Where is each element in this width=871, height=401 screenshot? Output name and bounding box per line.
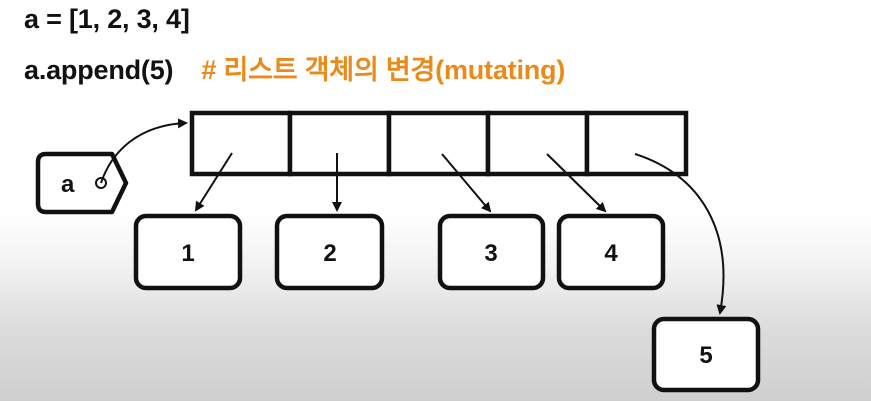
value-label: 4 <box>604 240 618 267</box>
code-line-1: a = [1, 2, 3, 4] <box>24 4 190 34</box>
value-box-4: 4 <box>556 213 666 291</box>
value-box-1: 1 <box>133 213 243 291</box>
value-label: 1 <box>181 240 194 267</box>
variable-tag-a: a <box>35 151 129 215</box>
value-label: 5 <box>699 342 712 369</box>
reference-arrow <box>100 118 188 184</box>
list-slot <box>386 110 491 177</box>
code-append-call: a.append(5) <box>24 55 174 85</box>
appended-element-arrow <box>634 153 727 315</box>
list-slot <box>189 110 293 177</box>
variable-name-label: a <box>61 171 75 198</box>
value-label: 3 <box>484 240 497 267</box>
list-slot <box>485 110 590 177</box>
element-arrow <box>441 153 492 213</box>
value-box-3: 3 <box>437 213 546 291</box>
list-slot <box>584 110 689 177</box>
value-box-2: 2 <box>274 213 385 291</box>
list-object <box>189 110 689 177</box>
reference-dot-icon <box>95 177 107 189</box>
value-box-5: 5 <box>651 316 761 393</box>
element-arrow <box>546 153 607 213</box>
code-comment: # 리스트 객체의 변경(mutating) <box>201 55 566 85</box>
variable-tag-shape <box>35 151 129 215</box>
code-line-2: a.append(5) # 리스트 객체의 변경(mutating) <box>24 48 565 87</box>
element-arrow <box>194 152 233 212</box>
value-label: 2 <box>323 240 336 267</box>
list-slot <box>287 110 392 177</box>
